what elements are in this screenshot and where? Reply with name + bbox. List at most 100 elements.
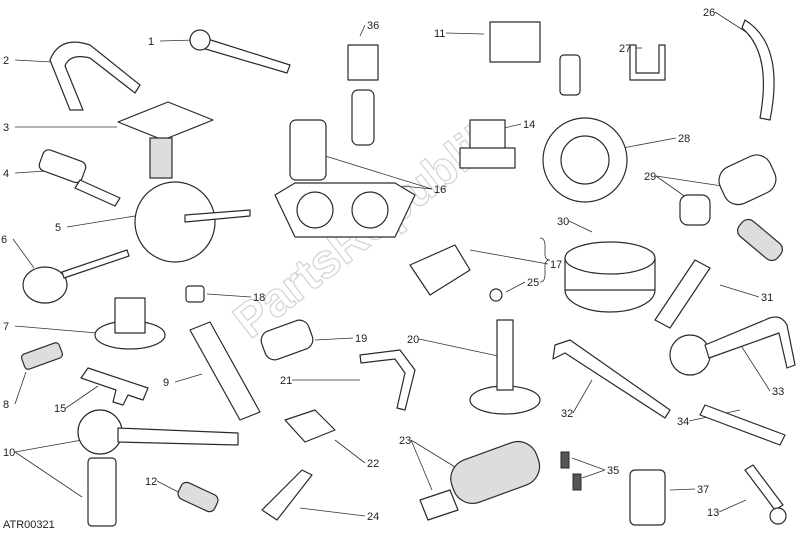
callout-27: 27 [619,43,631,55]
callout-35: 35 [607,465,619,477]
callout-22: 22 [367,458,379,470]
tool-11-puller [489,21,581,96]
callout-24: 24 [367,511,379,523]
tool-26-arc-puller [741,19,775,121]
tool-17-gauge [409,244,471,296]
callout-16: 16 [434,184,446,196]
callout-4: 4 [3,168,9,180]
callout-8: 8 [3,399,9,411]
tool-27-bracket [629,44,666,81]
callout-12: 12 [145,476,157,488]
leader-line-33 [739,343,771,392]
leader-line-35 [581,469,606,479]
callout-23: 23 [399,435,411,447]
tool-3-fixture [117,101,214,179]
leader-line-19 [314,337,354,341]
tool-2-hook [49,41,141,111]
tool-25-pin [489,288,503,302]
callout-20: 20 [407,334,419,346]
leader-line-18 [206,293,252,298]
leader-line-10 [14,439,83,453]
tool-30-cover [564,241,656,313]
leader-line-26 [714,11,747,33]
tool-12-plug [177,481,219,513]
leader-line-37 [669,488,696,491]
bracket-17-25 [539,237,551,283]
tool-8-plug [20,342,64,370]
callout-21: 21 [280,375,292,387]
leader-line-15 [65,385,99,409]
tool-29-bushings [679,154,777,226]
tool-23-sleeve [419,440,541,521]
leader-line-29 [655,175,723,187]
tool-37-cup [629,469,666,526]
leader-line-17 [469,249,549,265]
leader-line-31 [719,284,760,298]
leader-line-5 [66,215,136,228]
tool-19-socket [260,319,314,361]
leader-line-23 [410,439,461,471]
leader-line-7 [14,325,98,334]
leader-line-23 [410,439,433,491]
diagram-code: ATR00321 [3,519,55,531]
tool-35-pins [560,451,582,491]
callout-3: 3 [3,122,9,134]
callout-5: 5 [55,222,61,234]
tool-7-cup [94,297,166,350]
leader-line-36 [359,24,366,37]
tool-34-bar [699,404,786,446]
leader-line-30 [568,220,593,233]
tool-4-puller [38,149,121,207]
leader-line-13 [718,499,747,513]
leader-line-20 [418,338,499,357]
tool-6-strap-wrench [22,249,130,304]
leader-line-6 [12,238,35,269]
leader-line-9 [174,373,203,383]
tool-32-spanner [552,339,671,419]
tool-28-ring [542,117,628,203]
tool-24-cone [261,469,313,521]
tool-15-plate [80,367,149,406]
tool-21-bracket [359,349,416,411]
callout-34: 34 [677,416,689,428]
tool-22-holder [284,409,336,443]
tool-16-socket-set [274,119,416,238]
tool-33-crank-wrench [669,316,796,376]
callout-14: 14 [523,119,535,131]
tool-18-nut [185,285,205,303]
leader-line-16 [401,185,433,190]
leader-line-1 [159,39,196,42]
callout-37: 37 [697,484,709,496]
leader-line-10 [14,451,83,498]
tool-9-shaft [189,321,261,421]
leader-line-8 [14,371,27,405]
tool-5-degree-wheel [134,181,251,263]
tool-20-stand [469,319,541,415]
callout-26: 26 [703,7,715,19]
callout-13: 13 [707,507,719,519]
callout-18: 18 [253,292,265,304]
leader-line-35 [571,457,606,471]
callout-9: 9 [163,377,169,389]
callout-33: 33 [772,386,784,398]
callout-30: 30 [557,216,569,228]
callout-25: 25 [527,277,539,289]
callout-6: 6 [1,234,7,246]
leader-line-25 [505,281,526,293]
leader-lines [12,11,771,517]
callout-2: 2 [3,55,9,67]
tool-illustrations [20,19,796,527]
callout-29: 29 [644,171,656,183]
callout-7: 7 [3,321,9,333]
leader-line-2 [14,59,53,63]
callout-28: 28 [678,133,690,145]
leader-line-16 [321,154,433,190]
tool-36-driver [347,44,379,146]
tool-1-pin-wrench [189,29,291,74]
tool-10-socket-wrench [77,409,239,527]
callout-36: 36 [367,20,379,32]
callout-11: 11 [434,28,445,40]
callout-1: 1 [148,36,154,48]
